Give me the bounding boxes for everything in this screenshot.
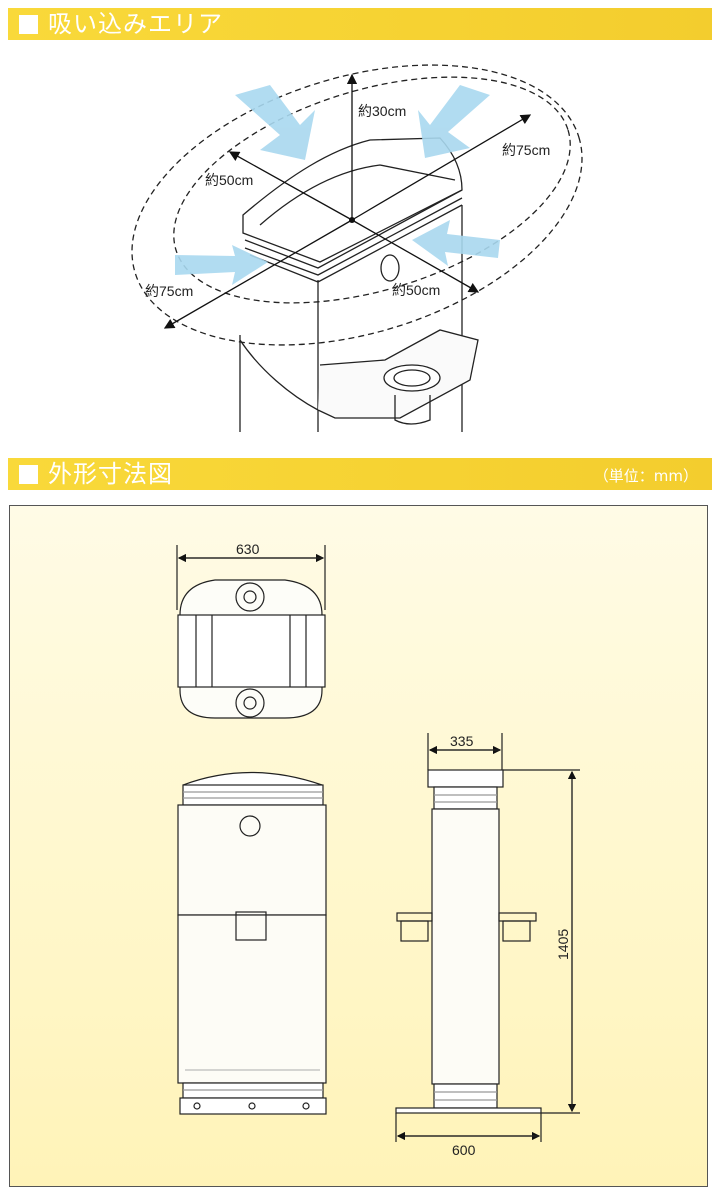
label-right-width: 約75cm — [502, 142, 550, 158]
unit-body — [239, 137, 479, 432]
dimension-drawing-panel — [9, 505, 708, 1187]
label-rear-depth: 約50cm — [392, 282, 440, 298]
section-title: 吸い込みエリア — [48, 10, 223, 38]
airflow-arrow-icon — [412, 220, 500, 266]
depth-arrow — [228, 151, 353, 221]
suction-range-inner — [173, 76, 571, 304]
airflow-arrow-icon — [235, 85, 315, 160]
square-bullet-icon — [19, 15, 38, 34]
airflow-arrow-icon — [175, 245, 268, 285]
unit-label: （単位：mm） — [593, 467, 698, 485]
section-title: 外形寸法図 — [48, 460, 173, 488]
width-arrow — [351, 114, 532, 221]
suction-area-diagram: 約30cm 約50cm 約75cm 約75cm 約50cm — [131, 64, 583, 432]
label-left-width: 約75cm — [145, 283, 193, 299]
airflow-arrow-icon — [418, 85, 490, 158]
label-height: 約30cm — [358, 103, 406, 119]
square-bullet-icon — [19, 465, 38, 484]
section-header-dimensions: 外形寸法図 （単位：mm） — [8, 458, 712, 490]
label-front-depth: 約50cm — [205, 172, 253, 188]
suction-range-outer — [131, 64, 583, 346]
section-header-suction-area: 吸い込みエリア — [8, 8, 712, 40]
airflow-arrows — [175, 85, 500, 285]
